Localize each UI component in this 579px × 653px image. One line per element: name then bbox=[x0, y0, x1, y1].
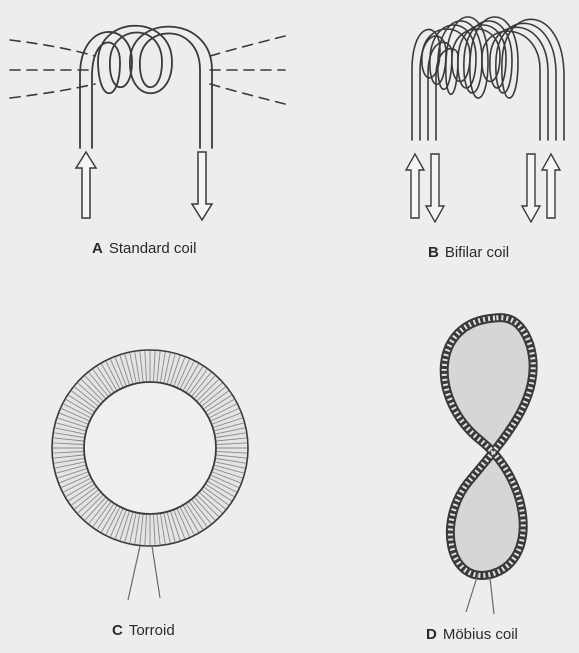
standard-coil-illustration bbox=[10, 26, 285, 220]
mobius-coil-illustration bbox=[444, 318, 533, 614]
mobius-leads bbox=[466, 574, 494, 614]
torroid-inner-hole bbox=[84, 382, 216, 514]
mobius-band bbox=[444, 318, 533, 576]
figure-a-letter: A bbox=[92, 240, 103, 257]
figure-a-caption: A Standard coil bbox=[92, 240, 196, 257]
figure-a-name: Standard coil bbox=[109, 240, 197, 257]
torroid-illustration bbox=[52, 350, 248, 600]
figure-d-name: Möbius coil bbox=[443, 626, 518, 643]
figure-b-name: Bifilar coil bbox=[445, 244, 509, 261]
coil-wire bbox=[80, 26, 212, 148]
current-out-arrow bbox=[192, 152, 212, 220]
current-in-arrow bbox=[76, 152, 96, 218]
figure-d-letter: D bbox=[426, 626, 437, 643]
bifilar-arrows bbox=[406, 154, 560, 222]
figure-c-name: Torroid bbox=[129, 622, 175, 639]
figure-c-letter: C bbox=[112, 622, 123, 639]
figure-c-caption: C Torroid bbox=[112, 622, 175, 639]
torroid-leads bbox=[128, 546, 160, 600]
bifilar-coil-illustration bbox=[406, 17, 564, 222]
figure-b-letter: B bbox=[428, 244, 439, 261]
figure-d-caption: D Möbius coil bbox=[426, 626, 518, 643]
figure-b-caption: B Bifilar coil bbox=[428, 244, 509, 261]
bifilar-wire-pair bbox=[412, 17, 564, 140]
